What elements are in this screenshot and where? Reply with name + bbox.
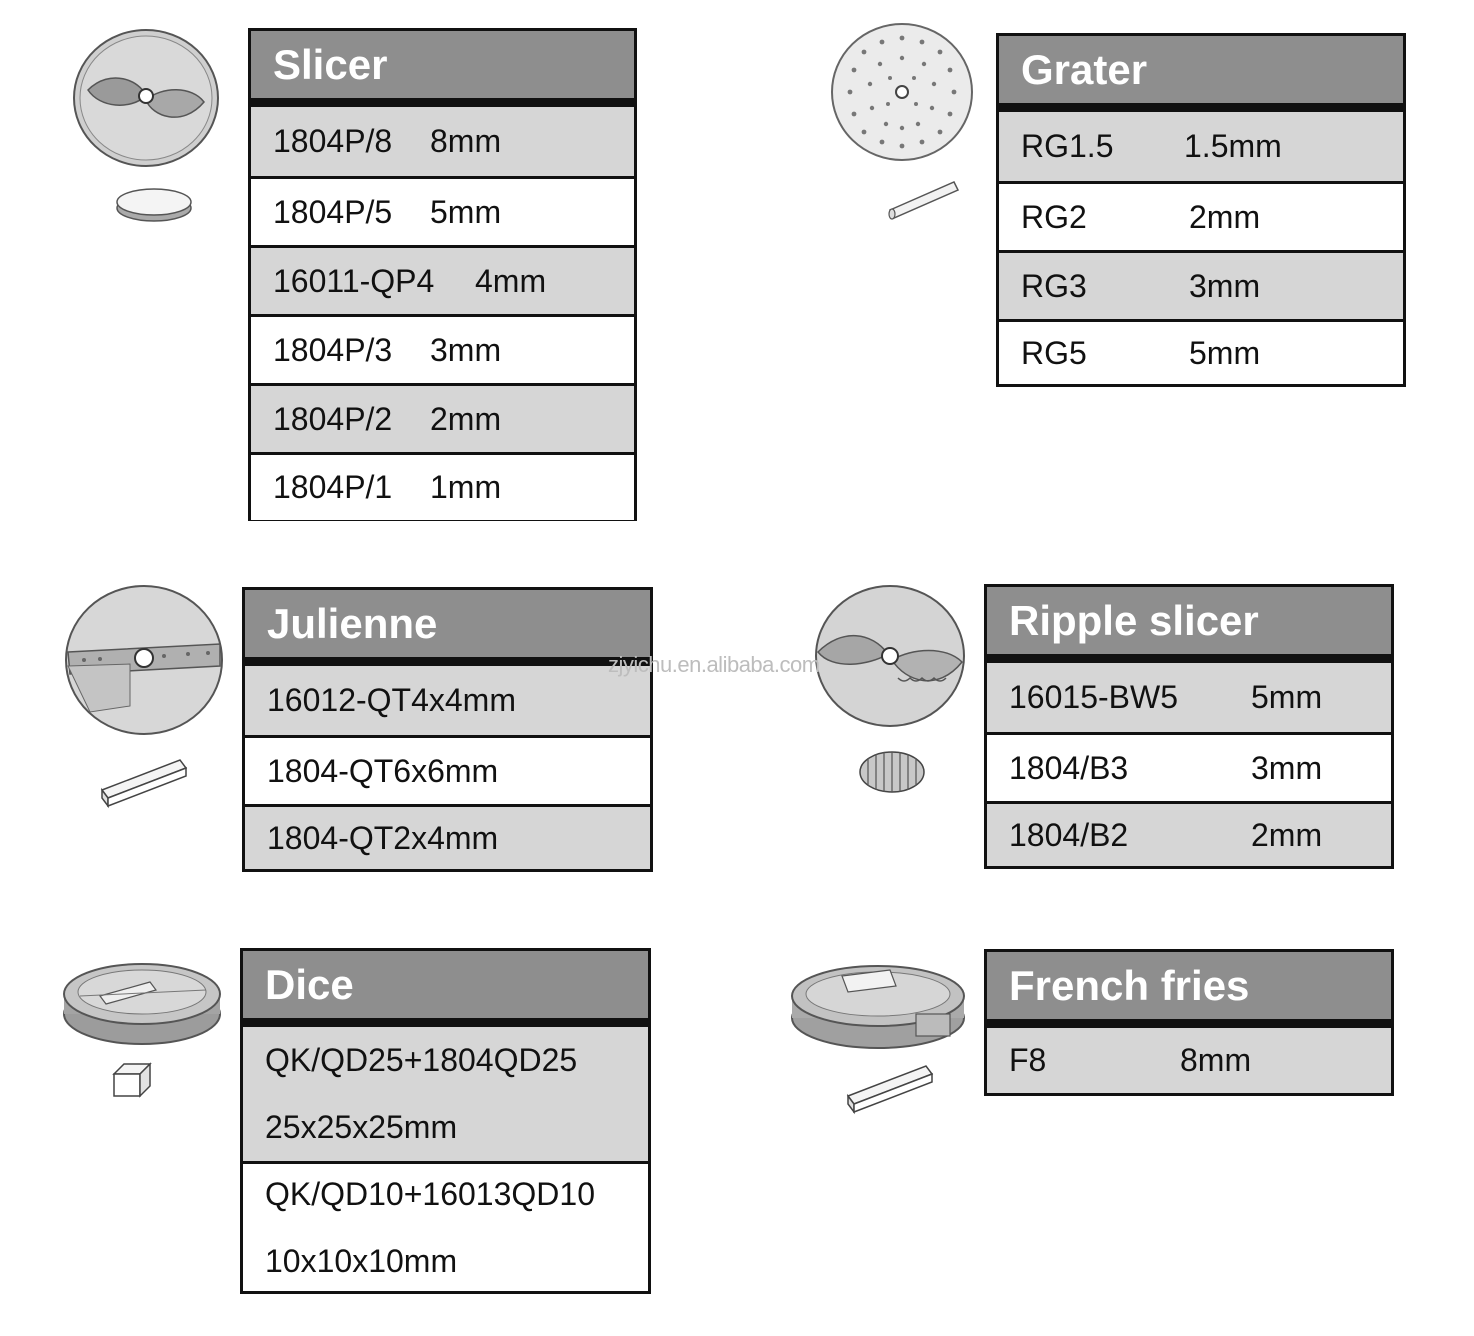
product-code: 1804/B3 (1009, 749, 1129, 786)
product-size: 4mm (475, 262, 547, 299)
julienne-title: Julienne (245, 590, 650, 666)
product-code: 16012-QT4x4mm (267, 682, 516, 718)
product-code: 1804-QT6x6mm (267, 752, 499, 789)
grater-disc-icon (831, 23, 973, 161)
dice-disc-icon (63, 963, 221, 1045)
product-code: 1804P/1 (273, 469, 393, 505)
product-size: 8mm (1180, 1042, 1252, 1078)
julienne-row: 1804-QT6x6mm (245, 735, 650, 804)
product-code: RG1.5 (1021, 128, 1114, 164)
product-size: 5mm (430, 193, 502, 230)
shred-stick-icon (888, 181, 960, 220)
dice-cube-icon (112, 1062, 152, 1098)
product-code: F8 (1009, 1042, 1047, 1078)
slicer-table: Slicer 1804P/8 8mm 1804P/5 5mm 16011-QP4 4m… (248, 28, 637, 521)
product-size: 3mm (430, 331, 502, 368)
product-size: 5mm (1251, 679, 1323, 715)
julienne-row: 1804-QT2x4mm (245, 804, 650, 869)
ripple-slice-icon (859, 751, 925, 793)
dice-title: Dice (243, 951, 648, 1027)
product-size: 2mm (430, 400, 502, 437)
product-code: 1804-QT2x4mm (267, 819, 499, 856)
grater-row: RG1.5 1.5mm (999, 112, 1403, 181)
product-code: 1804/B2 (1009, 816, 1129, 853)
dice-table: Dice QK/QD25+1804QD25 25x25x25mm QK/QD10+… (240, 948, 651, 1294)
round-slice-icon (116, 188, 192, 222)
julienne-disc-icon (65, 585, 223, 735)
ripple-disc-icon (815, 585, 965, 727)
product-code: RG3 (1021, 267, 1087, 304)
dice-row: QK/QD10+16013QD10 10x10x10mm (243, 1161, 648, 1291)
watermark-text: zjyichu.en.alibaba.com (608, 652, 820, 677)
product-code: QK/QD25+1804QD25 (265, 1042, 578, 1078)
slicer-row: 1804P/5 5mm (251, 176, 634, 245)
fries-disc-icon (791, 965, 965, 1049)
slicer-row: 1804P/8 8mm (251, 107, 634, 176)
ripple-slicer-title: Ripple slicer (987, 587, 1391, 663)
slicer-row: 16011-QP4 4mm (251, 245, 634, 314)
dice-row: QK/QD25+1804QD25 25x25x25mm (243, 1027, 648, 1161)
fries-stick-icon (846, 1065, 934, 1115)
product-code: RG2 (1021, 198, 1087, 235)
product-size: 3mm (1189, 267, 1261, 304)
ripple-slicer-row: 16015-BW5 5mm (987, 663, 1391, 732)
product-size: 5mm (1189, 334, 1261, 371)
french-fries-row: F8 8mm (987, 1028, 1391, 1093)
french-fries-title: French fries (987, 952, 1391, 1028)
product-code: 1804P/3 (273, 331, 393, 368)
slicer-title: Slicer (251, 31, 634, 107)
french-fries-table: French fries F8 8mm (984, 949, 1394, 1096)
dice-title-text: Dice (265, 960, 354, 1008)
slicer-row: 1804P/3 3mm (251, 314, 634, 383)
product-size: 3mm (1251, 749, 1323, 786)
product-code: QK/QD10+16013QD10 (265, 1175, 595, 1212)
product-code: 1804P/5 (273, 193, 393, 230)
grater-table: Grater RG1.5 1.5mm RG2 2mm RG3 3mm RG5 5mm (996, 33, 1406, 387)
product-size: 8mm (430, 123, 502, 159)
ripple-slicer-row: 1804/B2 2mm (987, 801, 1391, 866)
product-size: 1mm (430, 469, 502, 505)
product-size: 10x10x10mm (265, 1242, 458, 1279)
grater-title: Grater (999, 36, 1403, 112)
product-size: 2mm (1189, 198, 1261, 235)
slicer-row: 1804P/2 2mm (251, 383, 634, 452)
ripple-slicer-row: 1804/B3 3mm (987, 732, 1391, 801)
product-code: 1804P/8 (273, 123, 393, 159)
slicer-disc-icon (73, 29, 219, 167)
french-fries-title-text: French fries (1009, 961, 1250, 1009)
ripple-slicer-title-text: Ripple slicer (1009, 596, 1259, 644)
grater-row: RG5 5mm (999, 319, 1403, 384)
product-code: 16015-BW5 (1009, 679, 1178, 715)
julienne-title-text: Julienne (267, 599, 438, 647)
ripple-slicer-table: Ripple slicer 16015-BW5 5mm 1804/B3 3mm 18… (984, 584, 1394, 869)
grater-row: RG2 2mm (999, 181, 1403, 250)
grater-title-text: Grater (1021, 45, 1148, 93)
product-code: RG5 (1021, 334, 1087, 371)
product-code: 16011-QP4 (273, 262, 435, 299)
product-size: 2mm (1251, 816, 1323, 853)
julienne-row: 16012-QT4x4mm (245, 666, 650, 735)
slicer-title-text: Slicer (273, 40, 388, 88)
product-size: 25x25x25mm (265, 1109, 458, 1145)
product-size: 1.5mm (1184, 128, 1282, 164)
grater-row: RG3 3mm (999, 250, 1403, 319)
product-code: 1804P/2 (273, 400, 393, 437)
julienne-stick-icon (100, 759, 188, 809)
julienne-table: Julienne 16012-QT4x4mm 1804-QT6x6mm 1804… (242, 587, 653, 872)
slicer-row: 1804P/1 1mm (251, 452, 634, 520)
